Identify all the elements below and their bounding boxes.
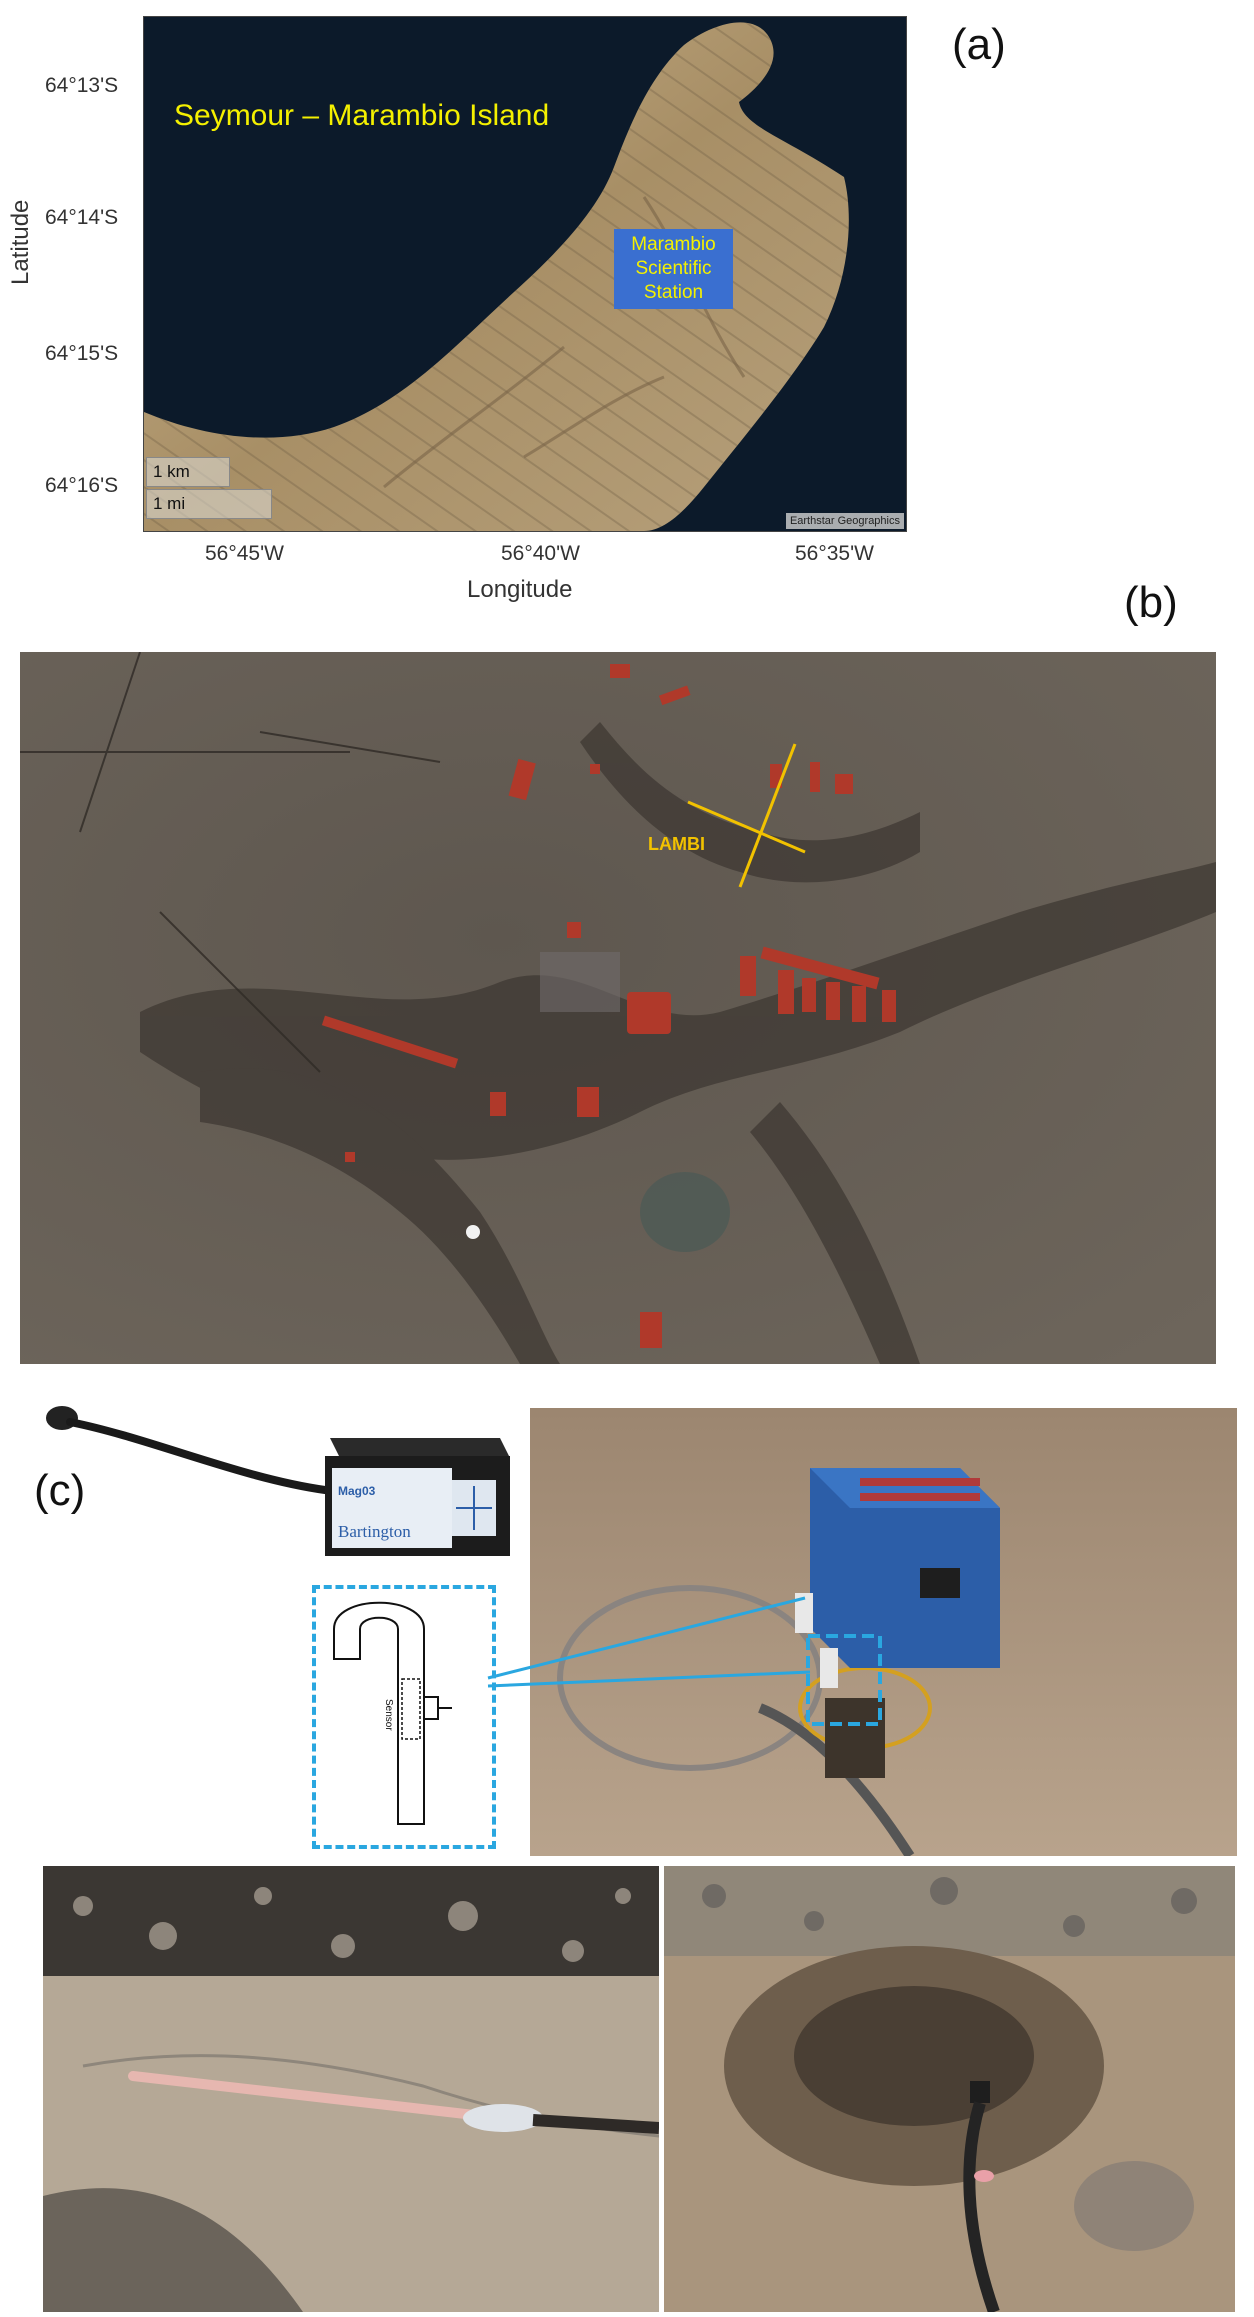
field-photo-cable-svg	[43, 1866, 659, 2312]
sensor-diagram-svg	[333, 1601, 452, 1825]
x-tick-1: 56°45'W	[205, 542, 284, 565]
field-photo-cable[interactable]	[43, 1866, 659, 2312]
sensor-diagram-box: Sensor	[312, 1585, 496, 1849]
x-tick-3: 56°35'W	[795, 542, 874, 565]
grey-pad	[540, 952, 620, 1012]
scale-mi-text: 1 mi	[153, 494, 186, 513]
device-brand: Bartington	[338, 1522, 411, 1541]
scale-bar-km: 1 km	[146, 457, 230, 487]
map-a-svg	[144, 17, 906, 531]
map-a[interactable]: Seymour – Marambio Island Marambio Scien…	[143, 16, 907, 532]
island-relief	[144, 22, 849, 531]
lambi-marker	[687, 743, 806, 888]
x-axis-title: Longitude	[467, 576, 573, 603]
field-photo-pit-svg	[664, 1866, 1235, 2312]
pond	[640, 1172, 730, 1252]
x-tick-2: 56°40'W	[501, 542, 580, 565]
station-label-line-3: Station	[643, 282, 704, 303]
y-tick-2: 64°14'S	[45, 206, 119, 229]
dark-channels	[140, 722, 1216, 1364]
station-label-line-2: Scientific	[635, 258, 712, 279]
panel-a-label: (a)	[952, 20, 1006, 69]
map-title: Seymour – Marambio Island	[174, 99, 550, 132]
station-box: Marambio Scientific Station	[614, 229, 733, 309]
tracks	[20, 652, 441, 1073]
station-label-line-1: Marambio	[631, 234, 716, 255]
sensor-text: Sensor	[383, 1699, 394, 1731]
panel-c-label: (c)	[34, 1466, 86, 1515]
y-axis-title: Latitude	[7, 200, 37, 285]
device-model: Mag03	[338, 1484, 376, 1498]
y-tick-1: 64°13'S	[45, 74, 119, 97]
y-tick-4: 64°16'S	[45, 474, 119, 497]
y-axis-title-text: Latitude	[7, 199, 34, 285]
scale-km-text: 1 km	[153, 462, 190, 481]
lambi-label: LAMBI	[648, 834, 705, 854]
map-attribution: Earthstar Geographics	[785, 513, 904, 529]
field-photo-case[interactable]	[530, 1408, 1237, 1856]
aerial-photo-b[interactable]: LAMBI	[20, 652, 1216, 1364]
magnetometer-device-svg	[46, 1406, 510, 1556]
scale-bar-mi: 1 mi	[146, 489, 272, 519]
aerial-photo-b-svg	[20, 652, 1216, 1364]
white-object	[466, 1225, 480, 1239]
y-tick-3: 64°15'S	[45, 342, 119, 365]
panel-b-label: (b)	[1124, 578, 1178, 627]
station-buildings	[321, 664, 896, 1348]
magnetometer-device: Mag03 Bartington	[40, 1398, 510, 1598]
field-photo-pit[interactable]	[664, 1866, 1235, 2312]
field-photo-case-svg	[530, 1408, 1237, 1856]
